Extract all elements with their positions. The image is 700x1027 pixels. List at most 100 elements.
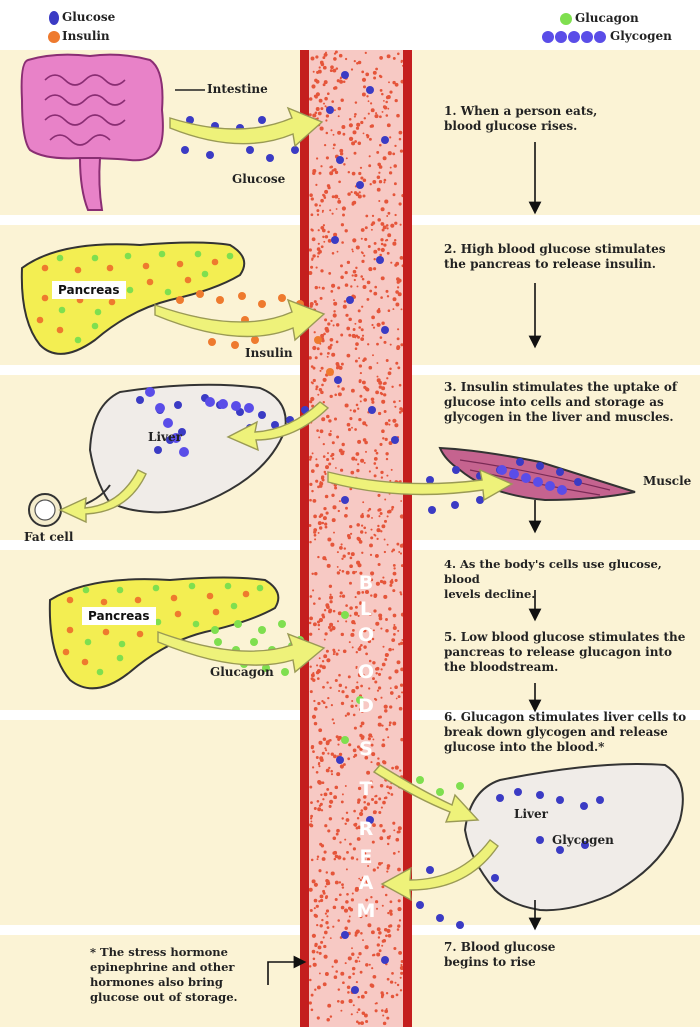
insulin-dot <box>66 626 74 634</box>
blood-speckle <box>390 223 395 228</box>
blood-speckle <box>334 854 339 859</box>
blood-speckle <box>369 543 373 548</box>
blood-speckle <box>373 258 376 261</box>
blood-speckle <box>335 340 339 344</box>
blood-speckle <box>373 594 377 599</box>
blood-speckle <box>389 90 393 94</box>
blood-speckle <box>310 396 315 402</box>
blood-speckle <box>321 383 324 387</box>
blood-speckle <box>334 486 338 490</box>
glucagon-dot <box>154 618 162 626</box>
blood-speckle <box>330 773 334 776</box>
blood-speckle <box>350 190 353 194</box>
glucagon-dot <box>356 696 364 704</box>
blood-speckle <box>316 247 321 251</box>
blood-speckle <box>378 811 382 814</box>
blood-speckle <box>318 951 322 955</box>
blood-speckle <box>389 580 394 584</box>
glucagon-dot <box>126 286 134 294</box>
blood-speckle <box>361 334 365 337</box>
blood-speckle <box>339 76 343 79</box>
blood-speckle <box>316 347 320 351</box>
blood-speckle <box>316 209 320 213</box>
blood-speckle <box>360 735 365 739</box>
blood-speckle <box>337 197 340 200</box>
blood-speckle <box>320 245 324 249</box>
blood-speckle <box>328 432 332 437</box>
blood-speckle <box>311 949 316 954</box>
blood-speckle <box>320 165 323 168</box>
legend-glycogen-bead <box>594 31 606 43</box>
blood-speckle <box>313 530 317 534</box>
blood-speckle <box>377 309 380 312</box>
blood-speckle <box>373 267 377 271</box>
blood-speckle <box>382 645 385 648</box>
blood-speckle <box>360 530 364 534</box>
blood-speckle <box>387 309 391 313</box>
blood-speckle <box>398 950 403 955</box>
blood-speckle <box>388 81 390 84</box>
blood-speckle <box>393 623 396 627</box>
blood-speckle <box>356 285 359 288</box>
blood-speckle <box>355 452 360 456</box>
blood-speckle <box>399 480 402 483</box>
blood-speckle <box>323 332 326 336</box>
blood-speckle <box>321 700 324 703</box>
blood-speckle <box>310 469 315 473</box>
blood-speckle <box>340 451 345 456</box>
blood-speckle <box>381 92 384 96</box>
blood-speckle <box>333 754 337 759</box>
blood-speckle <box>353 60 356 63</box>
blood-speckle <box>311 237 316 242</box>
blood-speckle <box>385 359 389 362</box>
blood-speckle <box>337 743 340 746</box>
insulin-dot <box>102 628 110 636</box>
blood-speckle <box>395 261 400 266</box>
blood-speckle <box>322 401 325 404</box>
blood-speckle <box>399 256 404 260</box>
blood-speckle <box>330 769 333 773</box>
blood-speckle <box>383 704 388 709</box>
blood-speckle <box>344 785 347 787</box>
blood-speckle <box>387 934 392 938</box>
blood-speckle <box>341 442 345 447</box>
blood-speckle <box>382 576 385 579</box>
blood-speckle <box>363 398 368 402</box>
blood-speckle <box>330 129 333 132</box>
blood-speckle <box>372 823 376 827</box>
blood-speckle <box>374 1009 378 1013</box>
blood-speckle <box>325 909 330 913</box>
blood-speckle <box>340 468 344 472</box>
blood-speckle <box>356 745 361 749</box>
blood-speckle <box>337 286 341 290</box>
blood-speckle <box>380 470 384 475</box>
blood-speckle <box>398 383 402 387</box>
step-4-text: 4. As the body's cells use glucose, bloo… <box>444 557 662 601</box>
blood-speckle <box>393 400 396 404</box>
blood-speckle <box>381 110 384 113</box>
blood-speckle <box>380 530 383 533</box>
blood-speckle <box>400 737 404 742</box>
blood-speckle <box>337 620 339 623</box>
blood-speckle <box>352 238 357 243</box>
blood-speckle <box>387 107 390 110</box>
blood-speckle <box>356 816 360 820</box>
blood-speckle <box>364 755 369 760</box>
blood-speckle <box>337 199 342 204</box>
blood-speckle <box>358 960 361 963</box>
blood-speckle <box>344 57 348 61</box>
blood-speckle <box>344 838 347 841</box>
blood-speckle <box>384 421 389 426</box>
blood-speckle <box>331 283 336 288</box>
blood-speckle <box>360 337 365 341</box>
blood-speckle <box>373 241 377 245</box>
blood-speckle <box>320 333 325 338</box>
blood-speckle <box>346 850 349 854</box>
blood-speckle <box>376 943 380 947</box>
blood-stream-letter: D <box>358 695 374 717</box>
blood-speckle <box>362 194 366 198</box>
glycogen-bead <box>521 473 531 483</box>
blood-speckle <box>397 867 401 872</box>
blood-speckle <box>313 807 317 810</box>
insulin-dot <box>134 596 142 604</box>
